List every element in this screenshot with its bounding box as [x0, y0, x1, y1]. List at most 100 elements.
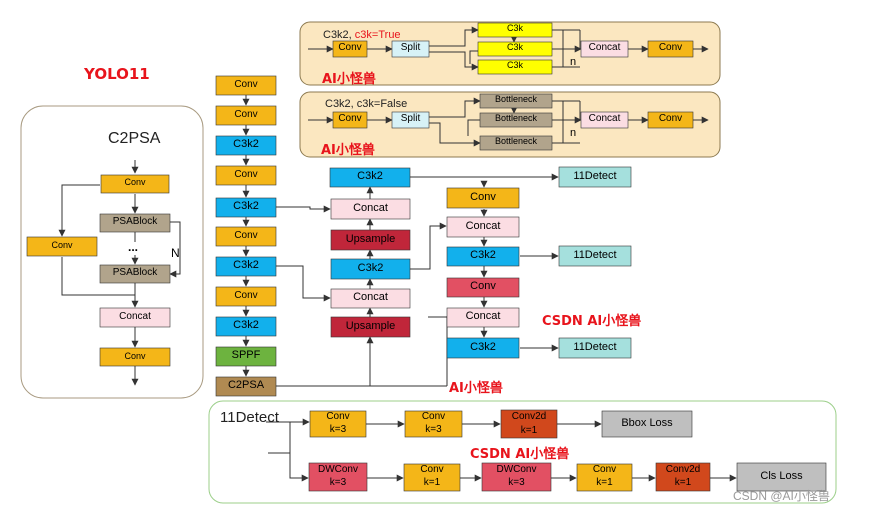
watermark-4: AI小怪兽 [449, 381, 503, 396]
c3k-false-concat: Concat [588, 113, 621, 124]
c3k-false-n: n [570, 127, 577, 139]
detect-r2-box-1 [403, 463, 461, 492]
c2psa-connectors [58, 160, 181, 386]
c3k-false-split-box [391, 111, 430, 129]
c3k-true-concat-box [580, 40, 629, 58]
neck-concat2-box [330, 288, 411, 309]
c3k-true-block3: C3k [506, 60, 523, 70]
detect-r2-0-l2: k=3 [329, 477, 347, 488]
neck-upsample1-box [330, 229, 411, 251]
backbone-box-8 [215, 316, 277, 337]
backbone-label-3: Conv [234, 169, 258, 180]
c2psa-conv-side: Conv [51, 240, 73, 250]
c3k-true-conv-out: Conv [658, 42, 683, 53]
c3k-false-block1-box [479, 93, 553, 109]
detect-r1-0-l2: k=3 [329, 424, 347, 435]
detect-r2-3-l1: Conv [592, 464, 617, 475]
detect-r1-1-l2: k=3 [425, 424, 442, 435]
c3k-true-conv-in: Conv [338, 42, 362, 53]
c3k-false-block1: Bottleneck [494, 94, 538, 104]
c3k-true-title-highlight: c3k=True [354, 29, 401, 41]
neck-c3k2-mid-box [330, 258, 411, 280]
c3k-false-conv-in: Conv [338, 113, 362, 124]
neck-c3k2-b-box [446, 246, 520, 267]
neck-upsample2-box [330, 316, 411, 338]
backbone-box-5 [215, 226, 277, 247]
neck-c3k2-c-box [446, 337, 520, 359]
neck-conv1: Conv [470, 191, 496, 203]
backbone-label-6: C3k2 [233, 259, 259, 271]
c2psa-dots: ... [128, 240, 139, 254]
backbone-box-0 [215, 75, 277, 96]
c3k-false-split: Split [400, 113, 421, 124]
backbone-label-0: Conv [234, 79, 258, 90]
neck-concat3-box [446, 216, 520, 238]
detect-r1-0-l1: Conv [326, 411, 350, 422]
backbone-label-5: Conv [234, 230, 258, 241]
c3k-true-block2-box [477, 41, 553, 57]
c3k-true-split: Split [400, 42, 421, 53]
c3k-false-connectors [308, 97, 709, 147]
neck-det1: 11Detect [573, 170, 617, 182]
c3k-false-conv-out-box [647, 111, 694, 129]
c3k-false-title: C3k2, c3k=False [325, 98, 408, 110]
neck-det2: 11Detect [573, 249, 617, 261]
neck-c3k2-c: C3k2 [470, 341, 496, 353]
backbone-box-3 [215, 165, 277, 186]
c2psa-conv-side-box [26, 236, 98, 257]
c3k-false-block2-box [479, 112, 553, 128]
backbone-box-9 [215, 346, 277, 367]
c3k-true-block3-box [477, 59, 553, 75]
c3k-false-block3: Bottleneck [494, 136, 538, 146]
neck-upsample2: Upsample [345, 320, 396, 332]
c2psa-conv-top-box [100, 174, 170, 194]
detect-r2-1-l1: Conv [420, 464, 444, 475]
detect-r2-1-l2: k=1 [423, 477, 441, 488]
backbone-label-8: C3k2 [233, 319, 259, 331]
c2psa-conv-bottom: Conv [124, 351, 146, 361]
neck-c3k2-mid: C3k2 [357, 262, 384, 274]
neck-concat3: Concat [465, 220, 501, 232]
c2psa-title: C2PSA [108, 130, 161, 147]
c3k-true-connectors [308, 26, 709, 71]
detect-r1-box-2 [500, 409, 558, 439]
c3k-true-split-box [391, 40, 430, 58]
c3k-true-conv-in-box [332, 40, 368, 58]
c2psa-psablock2: PSABlock [112, 267, 158, 278]
c3k-true-block1: C3k [506, 23, 523, 33]
neck-concat4-box [446, 307, 520, 328]
neck-c3k2-top: C3k2 [357, 170, 383, 182]
detect-r2-box-2 [481, 462, 552, 492]
neck-concat1: Concat [353, 202, 388, 214]
detect-r1-box-0 [309, 410, 367, 438]
backbone-box-1 [215, 105, 277, 126]
watermark-1: AI小怪兽 [322, 72, 376, 87]
detect-head-connectors [266, 418, 737, 482]
neck-concat1-box [330, 198, 411, 220]
detect-r2-2-l2: k=3 [508, 477, 525, 488]
c2psa-psablock1-box [99, 213, 171, 233]
neck-concat4: Concat [465, 310, 501, 322]
neck-upsample1: Upsample [345, 233, 396, 245]
detect-r1-2-l1: Conv2d [511, 411, 547, 422]
detect-r2-2-l1: DWConv [496, 464, 537, 475]
c2psa-concat: Concat [119, 311, 151, 322]
detect-r2-box-3 [576, 463, 633, 492]
c3k-false-conv-in-box [332, 111, 368, 129]
detect-r1-loss: Bbox Loss [621, 417, 673, 429]
detect-r1-2-l2: k=1 [520, 425, 538, 436]
detect-r1-loss-box [601, 410, 693, 438]
diagram-title: YOLO11 [84, 65, 150, 83]
c2psa-conv-top: Conv [124, 177, 146, 187]
neck-c3k2-b: C3k2 [470, 249, 496, 261]
c2psa-conv-bottom-box [99, 347, 171, 367]
c3k-true-title: C3k2, c3k=True [323, 29, 401, 41]
backbone-box-2 [215, 135, 277, 156]
c2psa-n: N [171, 246, 180, 260]
neck-concat2: Concat [353, 291, 388, 303]
neck-det2-box [558, 245, 632, 267]
c3k-false-conv-out: Conv [658, 113, 683, 124]
neck-conv1-box [446, 187, 520, 209]
detect-r2-loss-box [736, 462, 827, 492]
